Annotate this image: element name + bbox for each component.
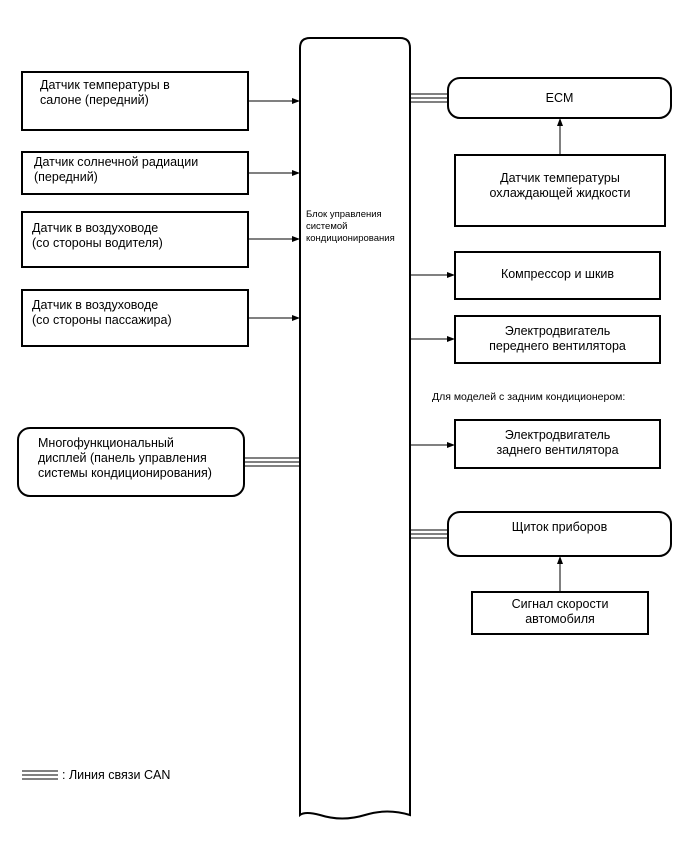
coolant-temp-sensor-box [454, 154, 666, 227]
arrowhead-front-blower [447, 336, 455, 342]
legend-can-label: : Линия связи CAN [62, 768, 171, 782]
duct-sensor-driver-box [21, 211, 249, 268]
front-blower-box [454, 315, 661, 364]
coolant-temp-sensor-label: Датчик температуры охлаждающей жидкости [489, 171, 631, 200]
combination-meter-label: Щиток приборов [511, 520, 608, 534]
arrowhead-duct-passenger [292, 315, 300, 321]
duct-sensor-driver-label: Датчик в воздуховоде (со стороны водител… [32, 221, 163, 250]
multi-display-label: Многофункциональный дисплей (панель упра… [38, 436, 212, 480]
arrowhead-rear-blower [447, 442, 455, 448]
arrowhead-solar [292, 170, 300, 176]
ecm-label: ECM [545, 91, 574, 105]
ac-control-block-label: Блок управления системой кондиционирован… [306, 209, 395, 244]
rear-ac-note: Для моделей с задним кондиционером: [432, 391, 626, 403]
vehicle-speed-box [471, 591, 649, 635]
compressor-box [454, 251, 661, 300]
arrowhead-cabin-temp [292, 98, 300, 104]
compressor-label: Компрессор и шкив [500, 267, 615, 281]
vehicle-speed-label: Сигнал скорости автомобиля [511, 597, 609, 626]
ac-control-block [299, 37, 411, 820]
solar-sensor-label: Датчик солнечной радиации (передний) [34, 155, 199, 184]
arrowhead-coolant-to-ecm [557, 118, 563, 126]
cabin-temp-sensor-label: Датчик температуры в салоне (передний) [40, 78, 170, 107]
arrowhead-duct-driver [292, 236, 300, 242]
arrowhead-speed-to-meter [557, 556, 563, 564]
arrowhead-compressor [447, 272, 455, 278]
can-line-combination-meter [410, 529, 448, 539]
rear-blower-label: Электродвигатель заднего вентилятора [496, 428, 619, 457]
legend-can-symbol [22, 770, 58, 780]
rear-blower-box [454, 419, 661, 469]
duct-sensor-passenger-box [21, 289, 249, 347]
solar-sensor-box [21, 151, 249, 195]
can-line-multi-display [244, 457, 300, 467]
can-line-ecm [410, 93, 448, 103]
duct-sensor-passenger-label: Датчик в воздуховоде (со стороны пассажи… [32, 298, 172, 327]
front-blower-label: Электродвигатель переднего вентилятора [489, 324, 626, 353]
